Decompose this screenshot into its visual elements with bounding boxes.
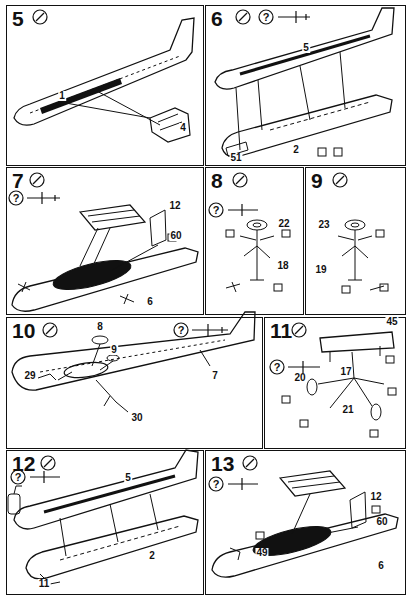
step-number: 6 — [211, 8, 223, 29]
part-number: 6 — [377, 561, 385, 571]
step-panel: 9 — [305, 167, 406, 315]
part-number: 18 — [276, 261, 289, 271]
part-number: 1 — [58, 91, 66, 101]
part-number: 49 — [255, 548, 268, 558]
part-number: 2 — [148, 551, 156, 561]
part-number: 51 — [229, 153, 242, 163]
step-panel: 11 — [264, 317, 406, 449]
help-mark: ? — [14, 472, 23, 483]
part-number: 29 — [23, 371, 36, 381]
part-number: 6 — [146, 297, 154, 307]
step-number: 11 — [270, 320, 292, 341]
part-number: 23 — [317, 220, 330, 230]
part-number: 7 — [211, 371, 219, 381]
step-number: 9 — [311, 170, 323, 191]
help-mark: ? — [273, 362, 282, 373]
help-mark: ? — [12, 193, 21, 204]
part-number: 19 — [314, 265, 327, 275]
part-number: 60 — [375, 517, 388, 527]
part-number: 17 — [339, 367, 352, 377]
part-number: 8 — [96, 322, 104, 332]
help-mark: ? — [177, 325, 186, 336]
step-panel: 8 — [205, 167, 304, 315]
part-number: 12 — [168, 201, 181, 211]
part-number: 60 — [169, 231, 182, 241]
step-number: 5 — [12, 8, 24, 29]
part-number: 20 — [293, 373, 306, 383]
step-number: 7 — [12, 170, 24, 191]
part-number: 11 — [38, 579, 51, 589]
part-number: 5 — [302, 43, 310, 53]
step-panel: 7 — [6, 167, 204, 315]
part-number: 30 — [130, 413, 143, 423]
help-mark: ? — [212, 479, 221, 490]
step-number: 13 — [211, 453, 234, 474]
part-number: 2 — [292, 145, 300, 155]
step-number: 8 — [211, 170, 223, 191]
part-number: 21 — [341, 405, 354, 415]
step-panel: 12 — [6, 450, 204, 595]
part-number: 5 — [124, 473, 132, 483]
help-mark: ? — [212, 205, 221, 216]
part-number: 45 — [385, 317, 398, 327]
step-panel: 5 — [6, 5, 204, 166]
help-mark: ? — [262, 12, 271, 23]
part-number: 9 — [110, 345, 118, 355]
part-number: 22 — [277, 219, 290, 229]
step-panel: 10 — [6, 317, 263, 449]
step-panel: 6 — [205, 5, 406, 166]
part-number: 4 — [179, 123, 187, 133]
part-number: 12 — [369, 492, 382, 502]
step-number: 10 — [12, 320, 35, 341]
